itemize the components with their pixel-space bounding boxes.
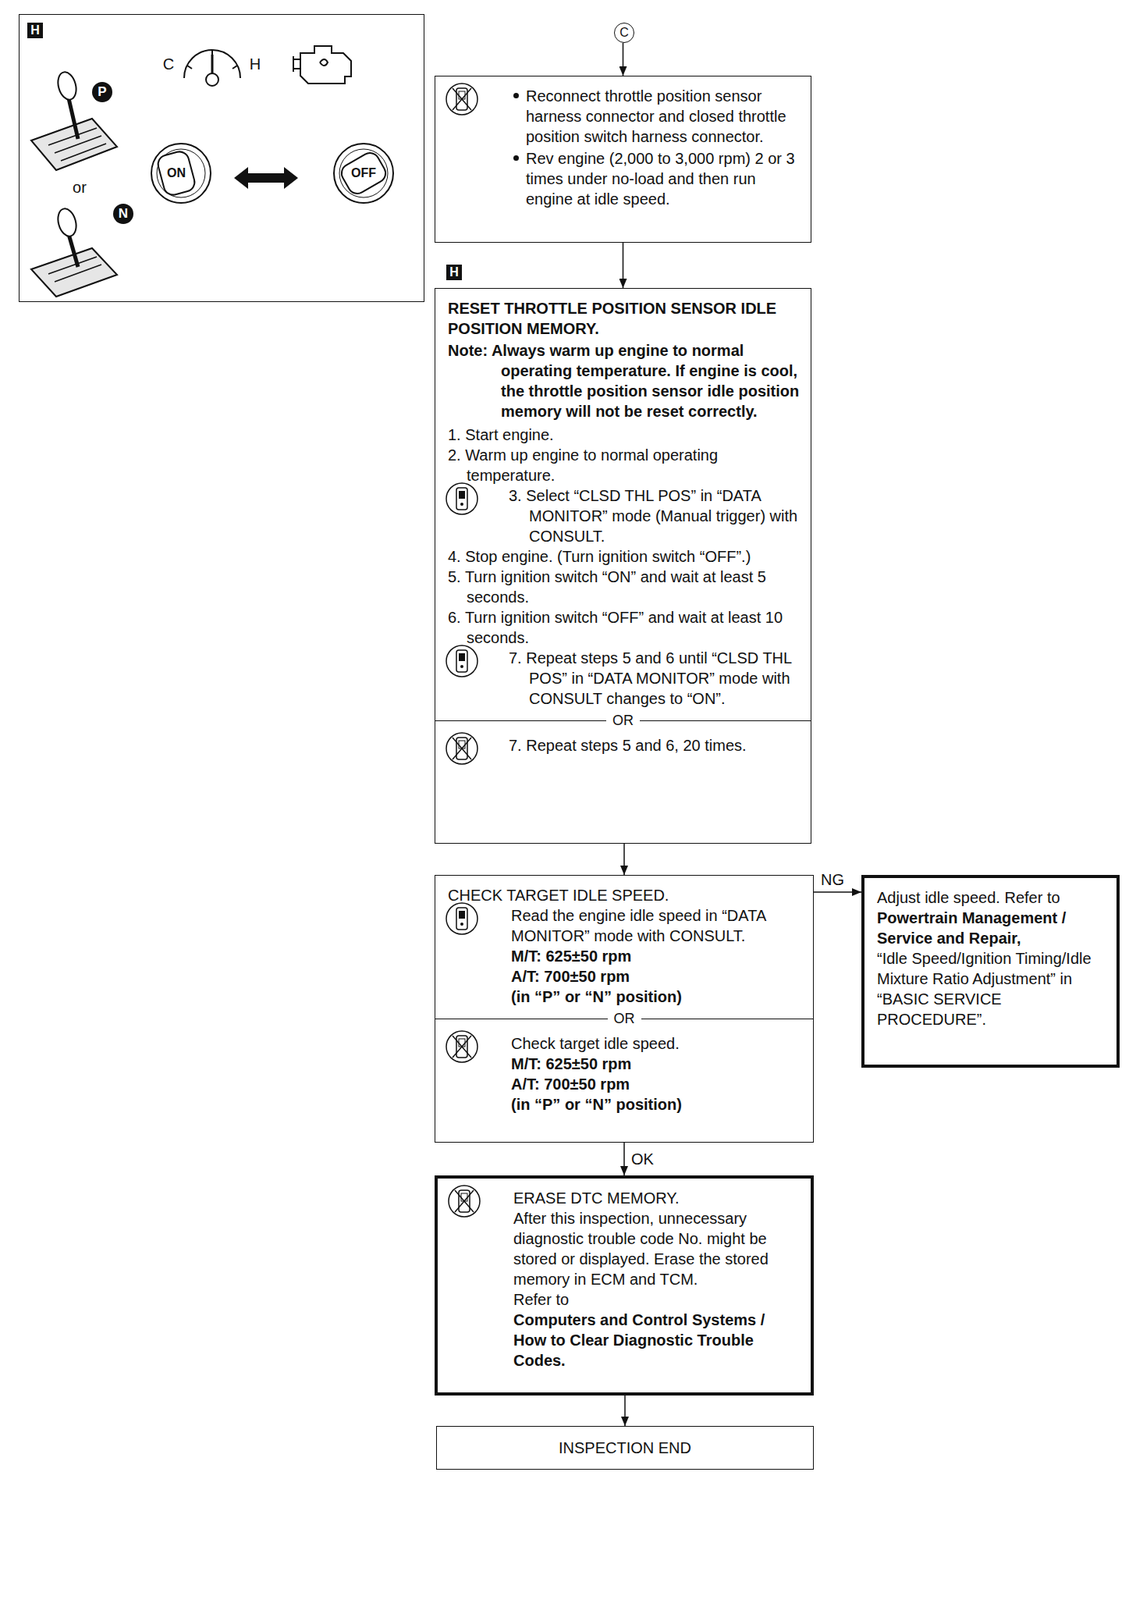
no-consult-icon — [444, 81, 480, 118]
consult-icon — [444, 480, 480, 517]
box-text: OR — [435, 710, 811, 731]
box-text: 6. Turn ignition switch “OFF” and wait a… — [435, 607, 811, 648]
process-box: RESET THROTTLE POSITION SENSOR IDLE POSI… — [434, 287, 812, 844]
ignition-key-on — [151, 143, 211, 203]
flow-arrow — [622, 42, 625, 76]
section-marker: H — [446, 264, 462, 281]
box-text: Rev engine (2,000 to 3,000 rpm) 2 or 3 t… — [435, 148, 811, 210]
shift-lever-n — [31, 206, 118, 297]
consult-icon — [444, 642, 480, 679]
flow-arrow — [813, 891, 862, 893]
terminal-box: INSPECTION END — [436, 1425, 814, 1470]
box-text: Refer to — [437, 1288, 811, 1310]
box-text: A/T: 700±50 rpm — [435, 1073, 813, 1094]
engine-icon — [293, 46, 352, 84]
box-text: OR — [435, 1008, 813, 1029]
box-heading: C — [614, 23, 634, 42]
shift-lever-p — [31, 70, 118, 171]
no-consult-icon — [444, 1028, 480, 1065]
box-text: M/T: 625±50 rpm — [435, 945, 813, 966]
box-text: 5. Turn ignition switch “ON” and wait at… — [435, 566, 811, 608]
box-text: (in “P” or “N” position) — [435, 986, 813, 1007]
box-heading: CHECK TARGET IDLE SPEED. — [435, 884, 813, 906]
no-consult-icon — [447, 1182, 482, 1219]
box-text: 7. Repeat steps 5 and 6 until “CLSD THL … — [435, 647, 811, 709]
key-position: OFF — [349, 165, 378, 182]
box-heading: Reconnect throttle position sensor harne… — [435, 85, 811, 147]
flow-arrow — [623, 1142, 625, 1176]
key-position: ON — [165, 165, 188, 182]
shift-position: N — [113, 203, 134, 224]
no-consult-icon — [444, 730, 480, 767]
box-text: M/T: 625±50 rpm — [435, 1053, 813, 1074]
temperature-gauge — [184, 49, 241, 86]
box-text: 4. Stop engine. (Turn ignition switch “O… — [435, 546, 811, 567]
box-heading: Adjust idle speed. Refer to — [864, 887, 1117, 908]
shift-position: P — [92, 81, 113, 103]
illustration — [0, 0, 437, 313]
process-box: Reconnect throttle position sensor harne… — [434, 75, 812, 243]
box-text: 1. Start engine. — [435, 424, 811, 445]
note-text: or — [71, 177, 89, 197]
box-text: After this inspection, unnecessary diagn… — [437, 1207, 811, 1289]
process-box: ERASE DTC MEMORY.After this inspection, … — [434, 1175, 814, 1396]
check-box: CHECK TARGET IDLE SPEED.Read the engine … — [434, 874, 814, 1143]
box-text: Computers and Control Systems / How to C… — [437, 1309, 811, 1371]
edge-label: NG — [818, 869, 847, 889]
box-text: Read the engine idle speed in “DATA MONI… — [435, 905, 813, 946]
box-text: 3. Select “CLSD THL POS” in “DATA MONITO… — [435, 485, 811, 547]
illustration-panel: H — [18, 14, 425, 302]
box-text: 7. Repeat steps 5 and 6, 20 times. — [435, 734, 811, 767]
flow-arrow — [624, 1395, 626, 1426]
box-heading: ERASE DTC MEMORY. — [437, 1187, 811, 1208]
box-text: Powertrain Management / Service and Repa… — [864, 907, 1117, 948]
flow-arrow — [623, 843, 625, 875]
box-heading: H — [27, 22, 43, 39]
gauge-label: C — [161, 54, 176, 74]
action-box: Adjust idle speed. Refer toPowertrain Ma… — [861, 874, 1120, 1068]
box-text: 2. Warm up engine to normal operating te… — [435, 444, 811, 486]
connector-circle: C — [614, 22, 635, 43]
box-heading: INSPECTION END — [436, 1435, 813, 1460]
box-text: Note: Always warm up engine to normal op… — [435, 340, 811, 422]
box-heading: RESET THROTTLE POSITION SENSOR IDLE POSI… — [435, 298, 811, 339]
flow-arrow — [622, 242, 625, 288]
gauge-label: H — [248, 54, 263, 74]
box-text: (in “P” or “N” position) — [435, 1093, 813, 1115]
consult-icon — [444, 900, 480, 937]
box-text: Check target idle speed. — [435, 1033, 813, 1054]
double-arrow — [234, 166, 299, 189]
ignition-key-off — [333, 143, 394, 203]
edge-label: OK — [628, 1149, 657, 1168]
box-text: “Idle Speed/Ignition Timing/Idle Mixture… — [864, 947, 1117, 1030]
box-text: A/T: 700±50 rpm — [435, 965, 813, 987]
